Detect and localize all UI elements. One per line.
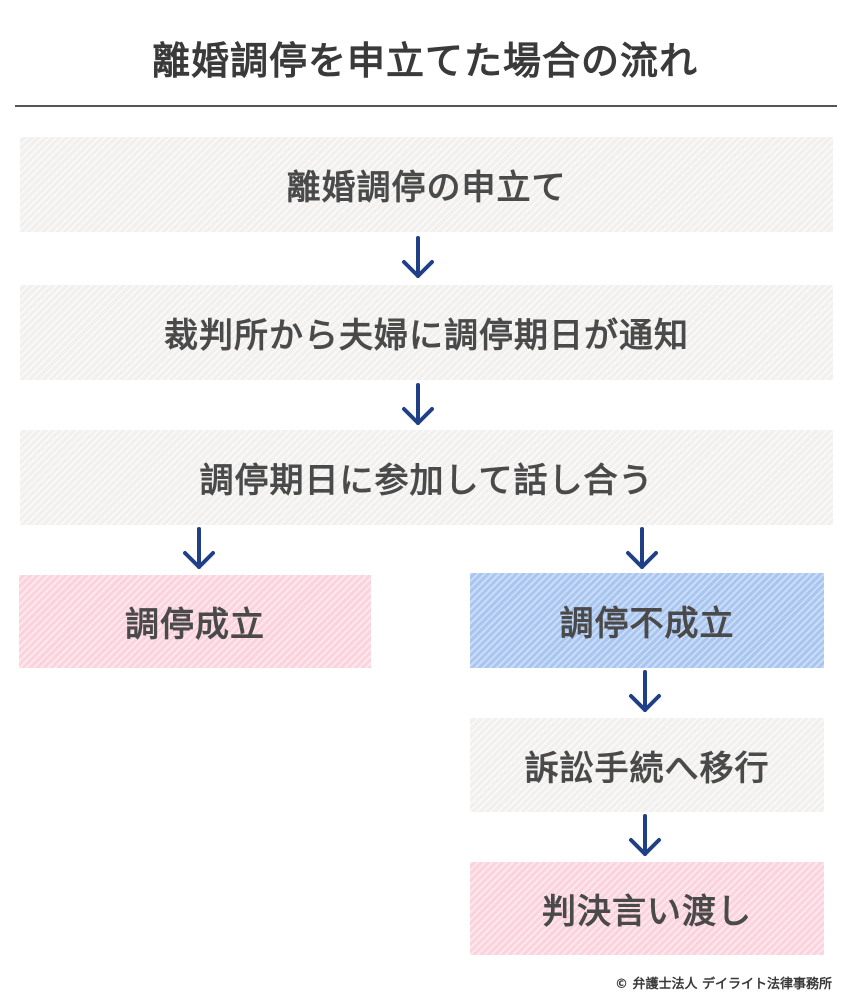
step-success-label: 調停成立 — [125, 605, 265, 645]
step-notify-box: 裁判所から夫婦に調停期日が通知 — [20, 285, 833, 380]
step-verdict-box: 判決言い渡し — [470, 862, 824, 955]
step-litigation-box: 訴訟手続へ移行 — [470, 718, 824, 812]
arrow-down-icon — [625, 670, 665, 716]
title-divider — [15, 105, 837, 107]
step-apply-label: 離婚調停の申立て — [286, 168, 567, 208]
step-failure-label: 調停不成立 — [559, 604, 735, 644]
arrow-down-icon — [625, 814, 665, 860]
step-meet-label: 調停期日に参加して話し合う — [199, 461, 654, 501]
step-litigation-label: 訴訟手続へ移行 — [524, 748, 770, 789]
arrow-down-icon — [398, 383, 438, 429]
step-verdict-label: 判決言い渡し — [542, 892, 752, 932]
arrow-down-icon — [622, 527, 662, 573]
arrow-down-icon — [398, 236, 438, 282]
step-success-box: 調停成立 — [19, 575, 371, 668]
arrow-down-icon — [179, 527, 219, 573]
copyright-credit: © 弁護士法人 デイライト法律事務所 — [614, 977, 832, 992]
step-apply-box: 離婚調停の申立て — [20, 137, 833, 232]
step-notify-label: 裁判所から夫婦に調停期日が通知 — [164, 316, 689, 356]
step-failure-box: 調停不成立 — [470, 573, 824, 668]
page-title: 離婚調停を申立てた場合の流れ — [151, 39, 698, 83]
step-meet-box: 調停期日に参加して話し合う — [20, 430, 833, 525]
